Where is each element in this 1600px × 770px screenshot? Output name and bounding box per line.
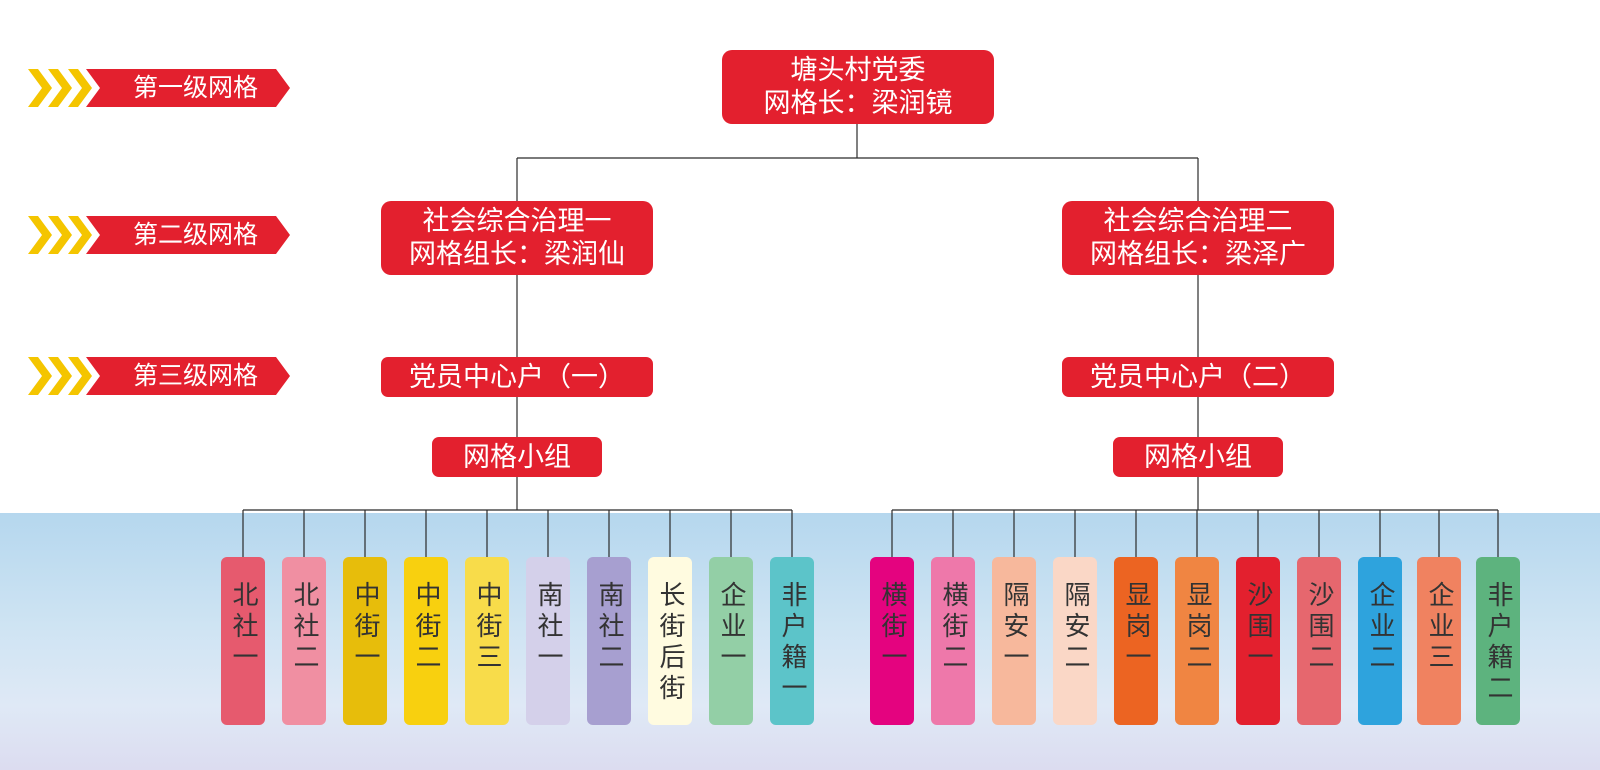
grid-unit-label: 南社一 [533, 581, 563, 674]
grid-unit-box: 隔安一 [992, 557, 1036, 725]
grid-unit-label: 显岗一 [1121, 581, 1151, 674]
grid-unit-label: 南社二 [594, 581, 624, 674]
grid-unit-box: 横街二 [931, 557, 975, 725]
grid-unit-label: 中街三 [472, 581, 502, 674]
level-tag-1-label: 第一级网格 [133, 73, 259, 102]
grid-unit-box: 北社一 [221, 557, 265, 725]
grid-unit-label: 横街一 [877, 581, 907, 674]
branch-2-node: 社会综合治理二 网格组长：梁泽广 [1062, 201, 1334, 275]
level-tag-3: 第三级网格 [28, 357, 290, 395]
grid-unit-box: 长街后街 [648, 557, 692, 725]
grid-unit-box: 南社二 [587, 557, 631, 725]
grid-unit-box: 中街二 [404, 557, 448, 725]
branch-1-center-label: 党员中心户（一） [409, 361, 625, 393]
grid-unit-box: 北社二 [282, 557, 326, 725]
grid-unit-label: 隔安一 [999, 581, 1029, 674]
grid-unit-label: 沙围一 [1243, 581, 1273, 674]
branch-1-group-label: 网格小组 [463, 441, 571, 473]
grid-unit-label: 企业二 [1365, 581, 1395, 674]
branch-2-leader: 网格组长：梁泽广 [1090, 239, 1306, 270]
branch-2-group-node: 网格小组 [1113, 437, 1283, 477]
grid-unit-box: 企业三 [1417, 557, 1461, 725]
grid-unit-label: 企业三 [1424, 581, 1454, 674]
grid-unit-box: 中街一 [343, 557, 387, 725]
branch-1-group-node: 网格小组 [432, 437, 602, 477]
grid-unit-label: 显岗二 [1182, 581, 1212, 674]
grid-unit-label: 非户籍二 [1483, 581, 1513, 705]
grid-unit-box: 企业二 [1358, 557, 1402, 725]
level-tag-1: 第一级网格 [28, 69, 290, 107]
grid-unit-box: 隔安二 [1053, 557, 1097, 725]
grid-unit-box: 企业一 [709, 557, 753, 725]
level-tag-2: 第二级网格 [28, 216, 290, 254]
grid-unit-box: 显岗二 [1175, 557, 1219, 725]
root-title: 塘头村党委 [790, 55, 926, 86]
grid-unit-label: 北社一 [228, 581, 258, 674]
branch-2-title: 社会综合治理二 [1103, 206, 1293, 237]
branch-1-title: 社会综合治理一 [422, 206, 612, 237]
branch-2-center-node: 党员中心户（二） [1062, 357, 1334, 397]
grid-unit-box: 显岗一 [1114, 557, 1158, 725]
grid-unit-box: 沙围二 [1297, 557, 1341, 725]
grid-unit-label: 中街二 [411, 581, 441, 674]
root-node: 塘头村党委 网格长：梁润镜 [722, 50, 994, 124]
grid-unit-label: 沙围二 [1304, 581, 1334, 674]
level-tag-3-label: 第三级网格 [133, 361, 259, 390]
grid-unit-label: 隔安二 [1060, 581, 1090, 674]
branch-1-center-node: 党员中心户（一） [381, 357, 653, 397]
grid-unit-box: 南社一 [526, 557, 570, 725]
branch-1-node: 社会综合治理一 网格组长：梁润仙 [381, 201, 653, 275]
grid-unit-box: 中街三 [465, 557, 509, 725]
grid-unit-box: 非户籍一 [770, 557, 814, 725]
branch-2-group-label: 网格小组 [1144, 441, 1252, 473]
branch-1-leader: 网格组长：梁润仙 [409, 239, 625, 270]
grid-unit-box: 横街一 [870, 557, 914, 725]
grid-unit-label: 企业一 [716, 581, 746, 674]
branch-2-center-label: 党员中心户（二） [1090, 361, 1306, 393]
grid-unit-box: 非户籍二 [1476, 557, 1520, 725]
level-tag-2-label: 第二级网格 [133, 220, 259, 249]
root-leader: 网格长：梁润镜 [763, 88, 953, 119]
grid-unit-label: 北社二 [289, 581, 319, 674]
grid-unit-label: 中街一 [350, 581, 380, 674]
grid-unit-label: 横街二 [938, 581, 968, 674]
grid-unit-box: 沙围一 [1236, 557, 1280, 725]
grid-unit-label: 非户籍一 [777, 581, 807, 705]
grid-unit-label: 长街后街 [655, 581, 685, 705]
